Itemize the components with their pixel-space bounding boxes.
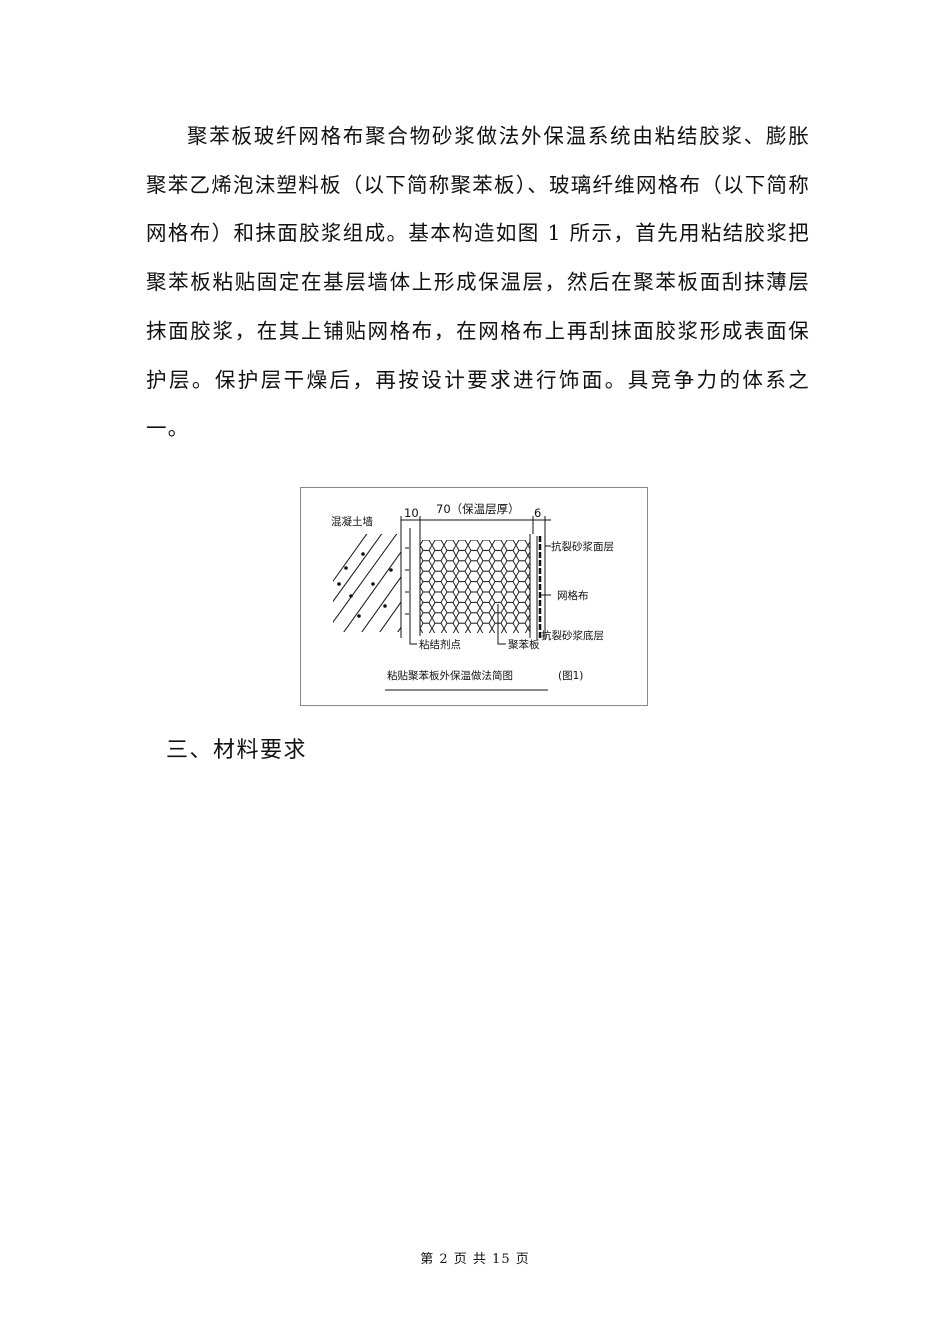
figure-caption-number: (图1) bbox=[558, 670, 583, 682]
body-paragraph: 聚苯板玻纤网格布聚合物砂浆做法外保温系统由粘结胶浆、膨胀聚苯乙烯泡沫塑料板（以下… bbox=[146, 124, 810, 441]
dim-10: 10 bbox=[404, 506, 419, 520]
diagram-svg: 混凝土墙 10 70（保温层厚） 6 bbox=[331, 502, 614, 691]
label-mesh: 网格布 bbox=[557, 589, 589, 602]
label-eps-board: 聚苯板 bbox=[508, 638, 540, 651]
concrete-wall-hatch bbox=[333, 534, 401, 632]
bottom-leaders bbox=[409, 604, 506, 645]
label-crack-mortar-surface: 抗裂砂浆面层 bbox=[551, 540, 614, 553]
section-heading: 三、材料要求 bbox=[166, 738, 308, 763]
dim-6: 6 bbox=[534, 506, 541, 520]
label-bond-points: 粘结剂点 bbox=[419, 638, 461, 651]
eps-board-hex bbox=[420, 540, 530, 633]
construction-diagram: 混凝土墙 10 70（保温层厚） 6 bbox=[300, 487, 648, 706]
bond-points bbox=[405, 547, 409, 615]
right-leaders bbox=[536, 545, 551, 640]
dimension-line bbox=[400, 516, 551, 534]
label-concrete-wall: 混凝土墙 bbox=[331, 515, 373, 528]
label-crack-mortar-base: 抗裂砂浆底层 bbox=[541, 629, 604, 642]
dim-70: 70（保温层厚） bbox=[436, 502, 520, 516]
page-footer: 第 2 页 共 15 页 bbox=[420, 1252, 530, 1267]
figure-caption: 粘贴聚苯板外保温做法简图 bbox=[387, 669, 513, 682]
